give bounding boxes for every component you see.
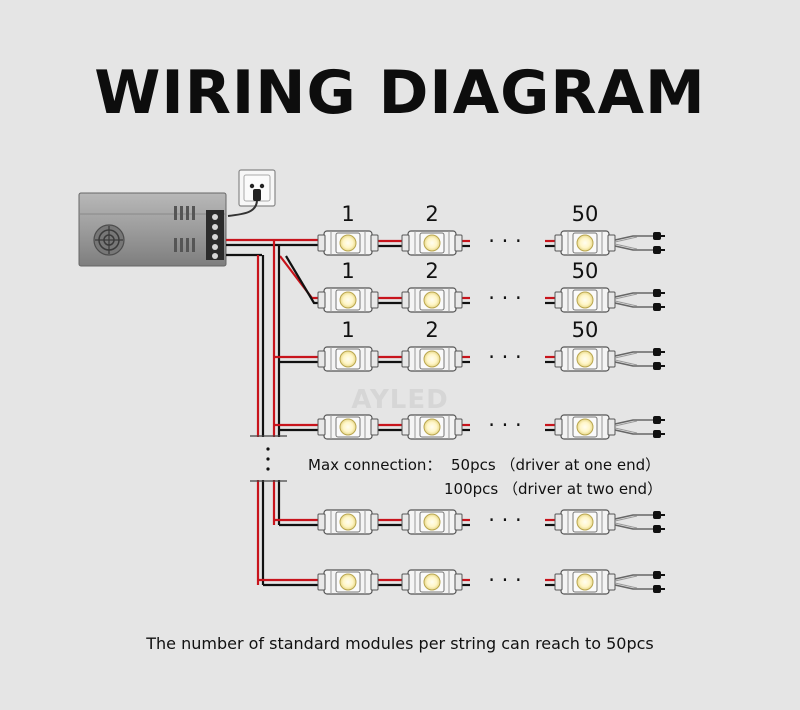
led-module-icon	[554, 414, 616, 440]
wiring	[226, 238, 323, 587]
continuation-dots: · · ·	[488, 286, 521, 310]
end-connector-icon	[614, 231, 666, 255]
module-number-label: 1	[341, 259, 354, 283]
led-module-icon	[317, 569, 379, 595]
led-module-icon	[401, 569, 463, 595]
led-string-row: · · · 1 2 50	[317, 202, 666, 256]
power-cord	[227, 200, 258, 217]
module-number-label: 50	[572, 202, 599, 226]
led-module-icon	[401, 414, 463, 440]
led-string-row: · · ·	[317, 568, 666, 595]
end-connector-icon	[614, 415, 666, 439]
continuation-dots: · · ·	[488, 229, 521, 253]
led-module-icon	[554, 569, 616, 595]
footer-note: The number of standard modules per strin…	[145, 634, 654, 653]
end-connector-icon	[614, 570, 666, 594]
led-module-icon	[554, 346, 616, 372]
max-connection-one-end: 50pcs （driver at one end）	[451, 456, 660, 474]
wall-outlet-icon	[238, 169, 276, 207]
module-number-label: 2	[425, 259, 438, 283]
module-number-label: 2	[425, 202, 438, 226]
page-title: WIRING DIAGRAM	[94, 58, 706, 128]
led-module-icon	[554, 509, 616, 535]
led-string-row: · · ·	[317, 413, 666, 440]
max-connection-two-end: 100pcs （driver at two end）	[444, 480, 662, 498]
continuation-dots: · · ·	[488, 345, 521, 369]
led-string-row: · · · 1 2 50	[317, 318, 666, 372]
led-module-icon	[317, 509, 379, 535]
led-string-row: · · ·	[317, 508, 666, 535]
led-module-icon	[401, 287, 463, 313]
module-number-label: 50	[572, 259, 599, 283]
module-number-label: 50	[572, 318, 599, 342]
led-module-icon	[401, 230, 463, 256]
continuation-dots: · · ·	[488, 413, 521, 437]
led-module-icon	[317, 287, 379, 313]
power-supply-icon	[78, 192, 227, 267]
module-number-label: 1	[341, 318, 354, 342]
led-module-icon	[401, 346, 463, 372]
watermark-text: AYLED	[351, 385, 448, 415]
led-module-icon	[554, 230, 616, 256]
end-connector-icon	[614, 347, 666, 371]
module-number-label: 1	[341, 202, 354, 226]
led-module-icon	[401, 509, 463, 535]
led-string-row: · · · 1 2 50	[317, 259, 666, 313]
max-connection-label: Max connection：	[308, 456, 441, 474]
end-connector-icon	[614, 288, 666, 312]
end-connector-icon	[614, 510, 666, 534]
led-module-icon	[317, 230, 379, 256]
continuation-dots: · · ·	[488, 568, 521, 592]
led-module-icon	[317, 414, 379, 440]
continuation-dots: · · ·	[488, 508, 521, 532]
led-module-icon	[317, 346, 379, 372]
module-number-label: 2	[425, 318, 438, 342]
led-module-icon	[554, 287, 616, 313]
